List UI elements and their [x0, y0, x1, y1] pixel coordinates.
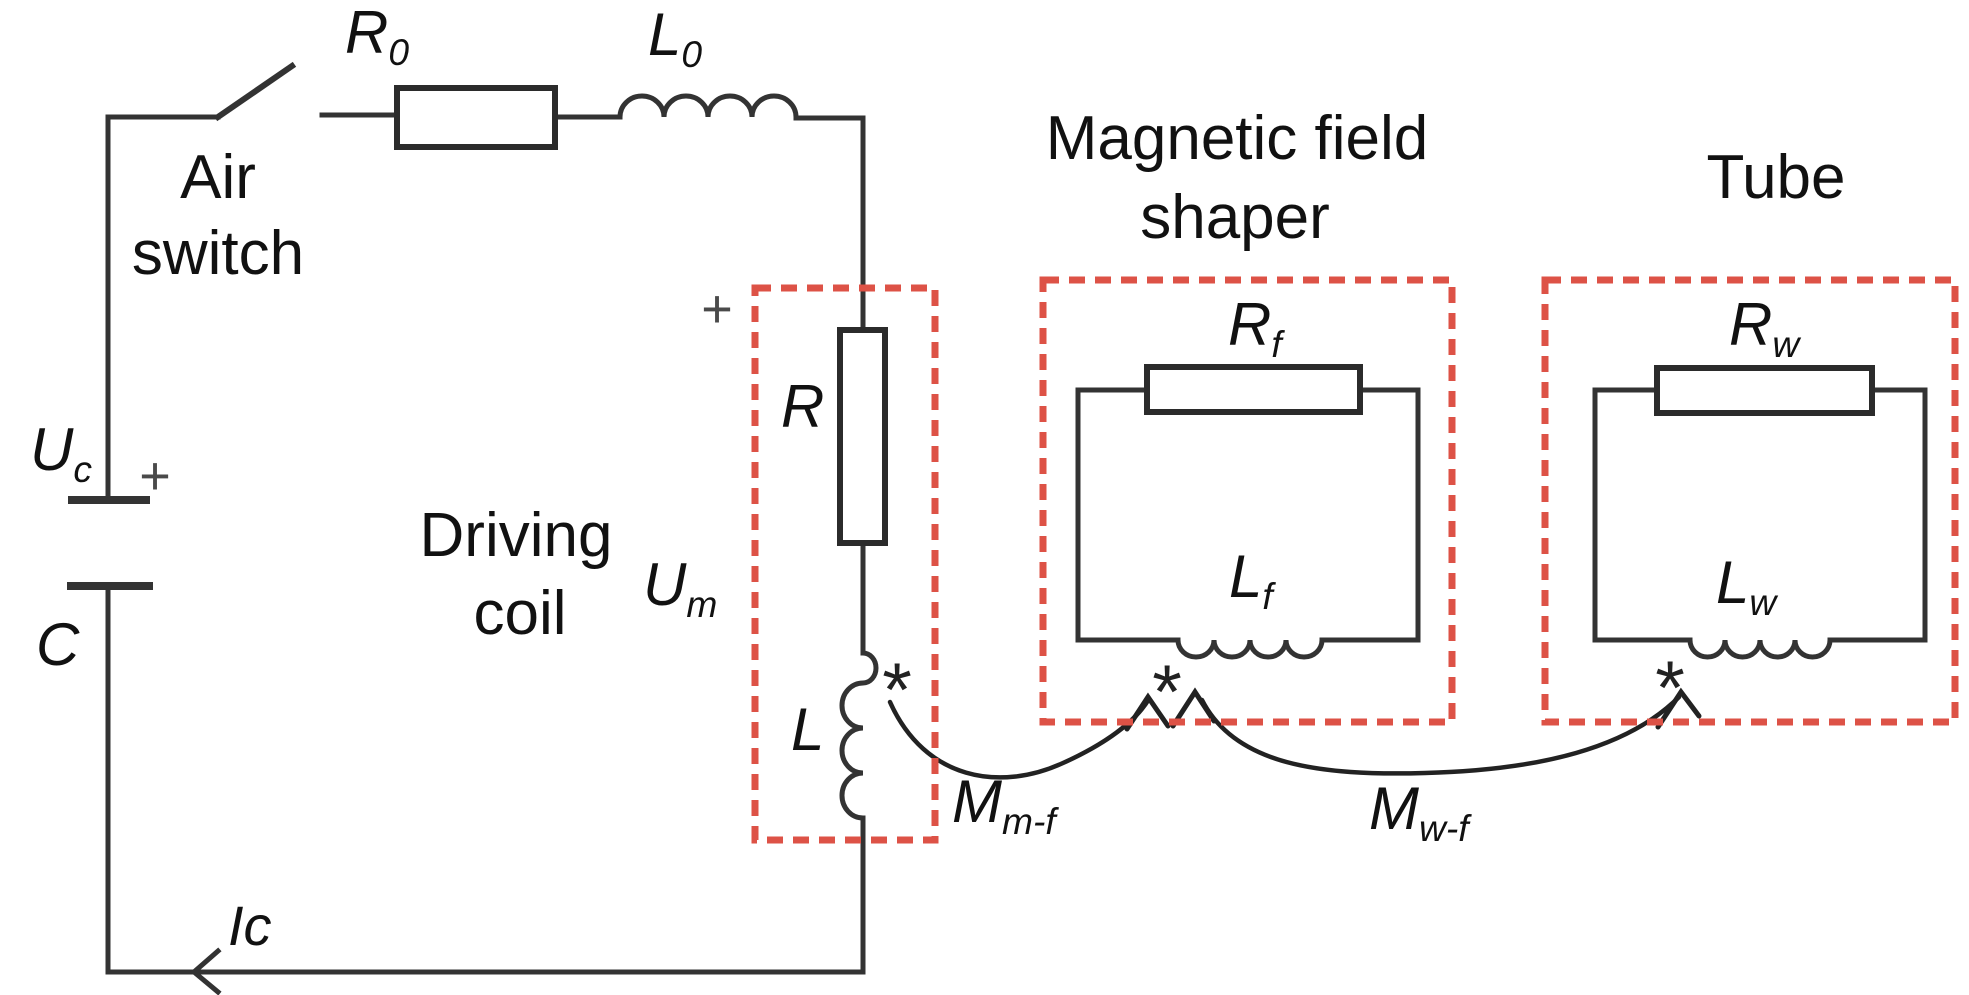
resistor-r0	[394, 85, 558, 150]
inductor-l-driving	[839, 650, 879, 821]
l-driving-label: L	[791, 696, 825, 763]
mutual-wf-label: Mw-f	[1369, 775, 1469, 849]
tube-loop-left	[1592, 387, 1693, 643]
field-shaper-title-line1: Magnetic field	[1045, 104, 1429, 173]
um-plus-sign: +	[701, 279, 733, 339]
lw-label: Lw	[1716, 549, 1777, 623]
rw-label: Rw	[1729, 291, 1800, 365]
air-switch-blade	[213, 61, 297, 122]
inductor-lf	[1175, 637, 1325, 660]
air-switch-label-line2: switch	[131, 219, 305, 288]
wire-left-top	[105, 114, 221, 499]
uc-label: Uc	[30, 416, 92, 490]
c-label: C	[36, 611, 80, 678]
shaper-loop-left	[1075, 387, 1181, 643]
resistor-r-driving	[837, 327, 888, 546]
dot-marker-l: *	[882, 648, 912, 733]
arrowhead-shaper-left	[1124, 692, 1171, 732]
r0-label: R0	[345, 0, 410, 73]
wire-top-right	[793, 115, 866, 333]
coupling-arc-w-f	[1199, 694, 1682, 776]
driving-coil-box	[751, 284, 939, 844]
air-switch-label-line1: Air	[180, 143, 256, 212]
inductor-l0	[617, 93, 799, 120]
field-shaper-title-line2: shaper	[1140, 183, 1330, 252]
resistor-rw	[1654, 365, 1875, 416]
tube-loop-right	[1827, 387, 1928, 643]
ic-arrowhead	[190, 947, 222, 995]
dot-marker-lw: *	[1655, 646, 1685, 731]
mutual-mf-label: Mm-f	[952, 768, 1056, 842]
coupling-arc-m-f	[887, 696, 1152, 780]
tube-box	[1541, 276, 1959, 726]
arrowhead-tube	[1655, 687, 1702, 730]
resistor-rf	[1144, 364, 1363, 415]
rf-label: Rf	[1228, 291, 1282, 365]
um-label: Um	[643, 551, 718, 625]
dot-marker-lf: *	[1152, 650, 1182, 735]
tube-title: Tube	[1706, 143, 1846, 212]
field-shaper-box	[1039, 276, 1456, 726]
r-driving-label: R	[781, 373, 825, 440]
ic-label: Ic	[228, 894, 272, 957]
shaper-loop-right	[1319, 387, 1421, 643]
l0-label: L0	[648, 1, 703, 75]
wire-bottom-loop	[105, 587, 866, 975]
driving-coil-label-line1: Driving	[419, 501, 613, 570]
capacitor-plus-sign: +	[139, 446, 171, 506]
driving-coil-label-line2: coil	[473, 579, 567, 648]
lf-label: Lf	[1229, 543, 1273, 617]
inductor-lw	[1687, 637, 1833, 660]
